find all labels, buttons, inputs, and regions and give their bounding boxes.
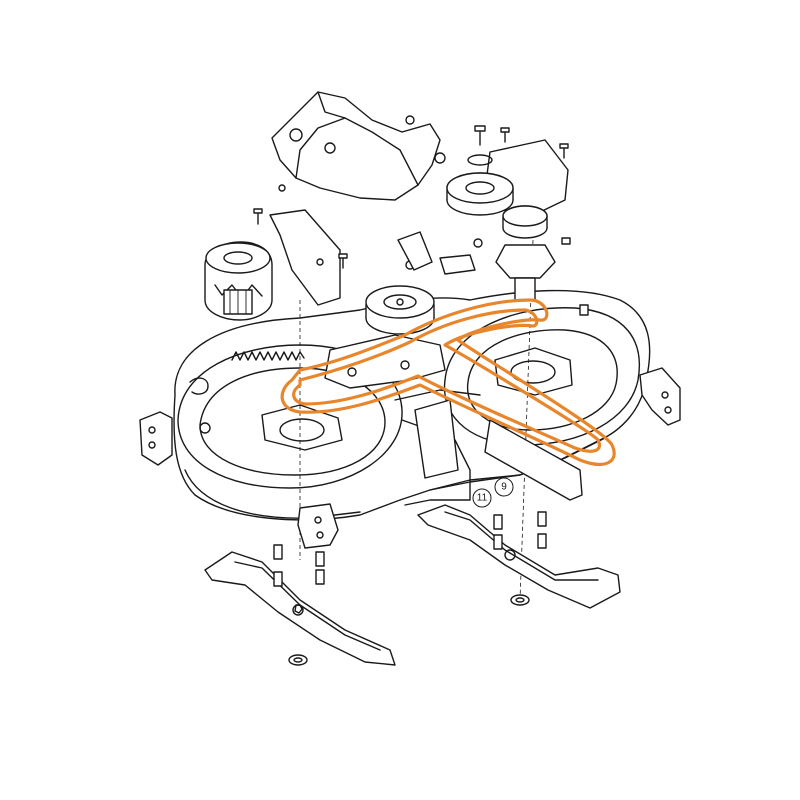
- callout-9-label: 9: [501, 482, 507, 493]
- right-spindle-assembly: [495, 205, 556, 301]
- center-idler-pulley: [365, 231, 435, 335]
- left-spindle-pulley-assembly: [204, 241, 273, 321]
- right-idler-pulley-stack: [446, 139, 569, 216]
- callout-11: 11: [472, 488, 492, 508]
- vertical-mount-plate: [269, 209, 341, 306]
- drive-belt: [280, 298, 616, 466]
- callout-11-label: 11: [477, 493, 488, 504]
- callout-9: 9: [494, 477, 514, 497]
- right-stiffener-plate: [484, 419, 583, 501]
- front-hanger-bracket: [297, 503, 339, 549]
- left-mower-blade: [204, 551, 396, 666]
- hardware-fasteners: [253, 125, 589, 316]
- tension-spring: [231, 351, 305, 361]
- right-mower-blade: [417, 504, 621, 609]
- blade-bolts: [273, 511, 547, 666]
- center-idler-bracket: [324, 334, 459, 479]
- right-side-bracket: [639, 367, 681, 426]
- left-side-bracket: [139, 377, 211, 466]
- belt-cover-shield: [271, 91, 446, 201]
